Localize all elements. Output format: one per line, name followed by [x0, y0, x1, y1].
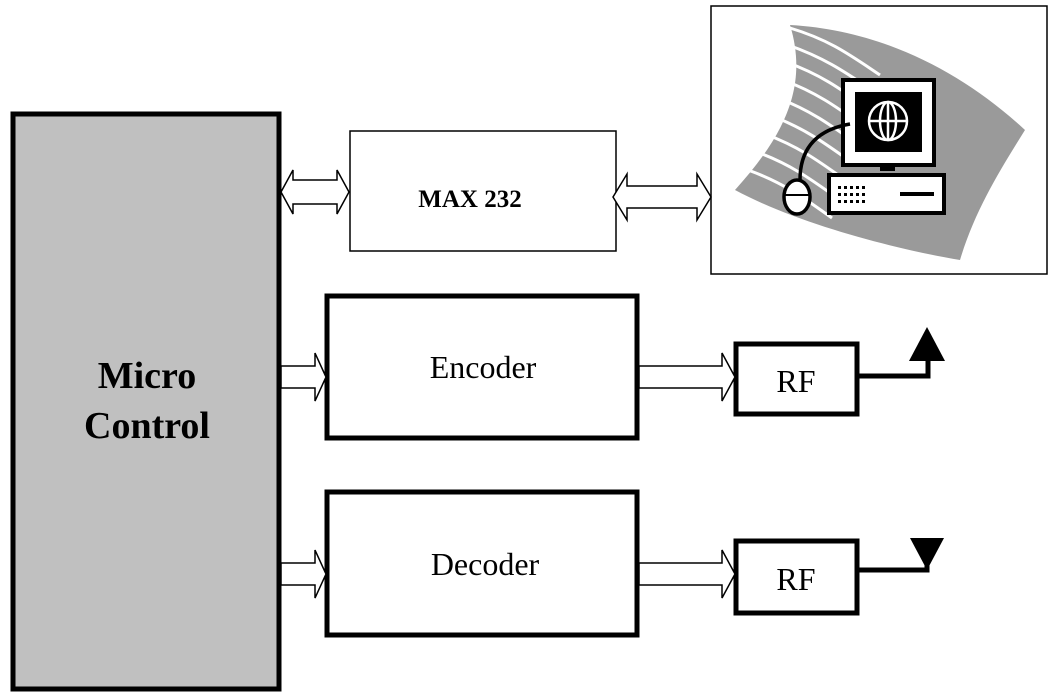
- decoder-block: Decoder: [324, 489, 640, 638]
- decoder-box: [324, 489, 640, 638]
- arrow-micro-max232: [280, 169, 350, 215]
- micro-control-block: Micro Control: [10, 111, 282, 692]
- rf-transmitter-block: RF: [733, 341, 860, 417]
- micro-control-label-line2: Control: [84, 405, 210, 447]
- encoder-box: [324, 293, 640, 441]
- rf-receiver-block: RF: [733, 538, 860, 616]
- micro-control-box: [10, 111, 282, 692]
- arrow-encoder-rf: [638, 352, 736, 402]
- micro-control-label-line1: Micro: [98, 355, 196, 397]
- arrow-decoder-rf: [638, 549, 736, 599]
- arrow-micro-decoder: [280, 549, 327, 599]
- monitor-stand: [880, 165, 895, 171]
- decoder-label: Decoder: [431, 546, 540, 582]
- mouse-cable: [798, 122, 851, 181]
- keyboard-icon: [827, 173, 946, 215]
- keypad-dots: [838, 186, 865, 203]
- rf-tx-label: RF: [776, 363, 815, 399]
- computer-icon: [782, 78, 946, 216]
- arrow-micro-encoder: [280, 352, 327, 402]
- rf-rx-box: [733, 538, 860, 616]
- rf-rx-label: RF: [776, 561, 815, 597]
- rf-tx-box: [733, 341, 860, 417]
- globe-icon: [867, 100, 909, 142]
- encoder-block: Encoder: [324, 293, 640, 441]
- mouse-icon: [782, 178, 812, 216]
- computer-block: [710, 5, 1048, 275]
- max232-box: [349, 130, 617, 252]
- arrow-max232-computer: [612, 171, 712, 223]
- transmit-antenna-icon: [857, 327, 945, 379]
- receive-antenna-icon: [857, 538, 944, 573]
- encoder-label: Encoder: [430, 349, 537, 385]
- max232-block: MAX 232: [349, 130, 617, 252]
- max232-label: MAX 232: [418, 186, 521, 213]
- drive-slot: [900, 192, 934, 196]
